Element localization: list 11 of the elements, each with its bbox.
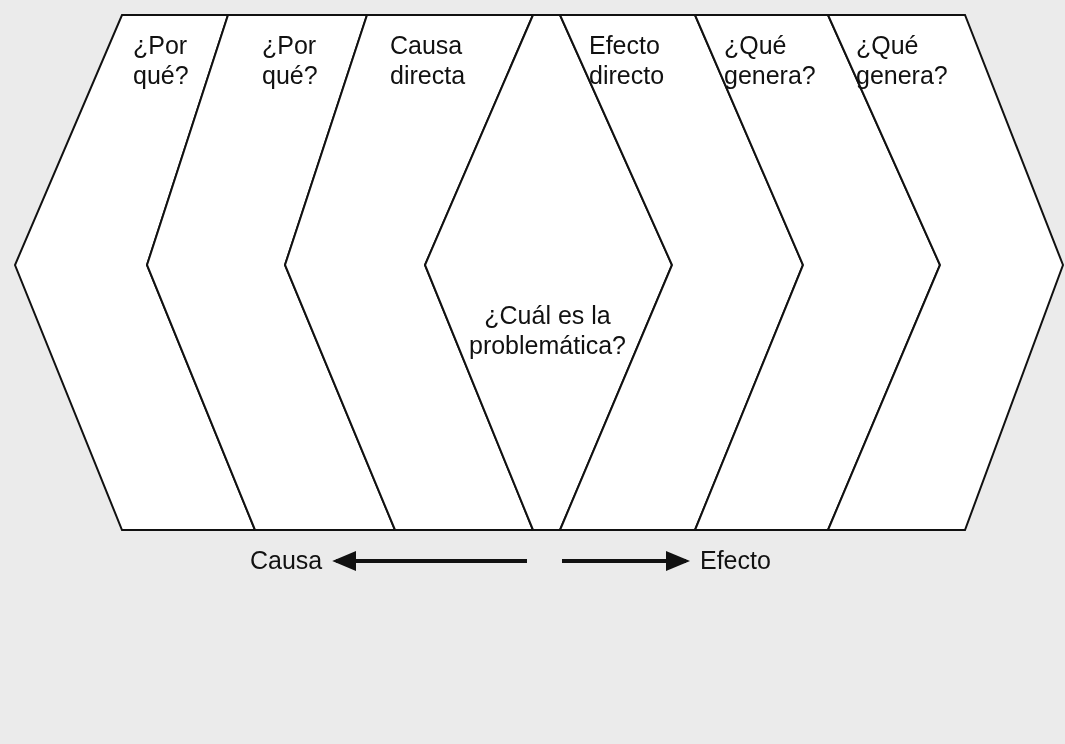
band-label: ¿Qué genera? — [724, 30, 817, 90]
axis-label: Causa — [250, 545, 323, 575]
arrow — [332, 551, 527, 571]
band-label: ¿Por qué? — [262, 30, 319, 90]
band-label: Causa directa — [390, 30, 467, 90]
axis-label: Efecto — [700, 545, 771, 575]
band-label: Efecto directo — [589, 30, 666, 90]
band-label: ¿Por qué? — [133, 30, 190, 90]
arrow — [562, 551, 690, 571]
band-label: ¿Qué genera? — [856, 30, 949, 90]
band-label: ¿Cuál es la problemática? — [468, 300, 627, 360]
